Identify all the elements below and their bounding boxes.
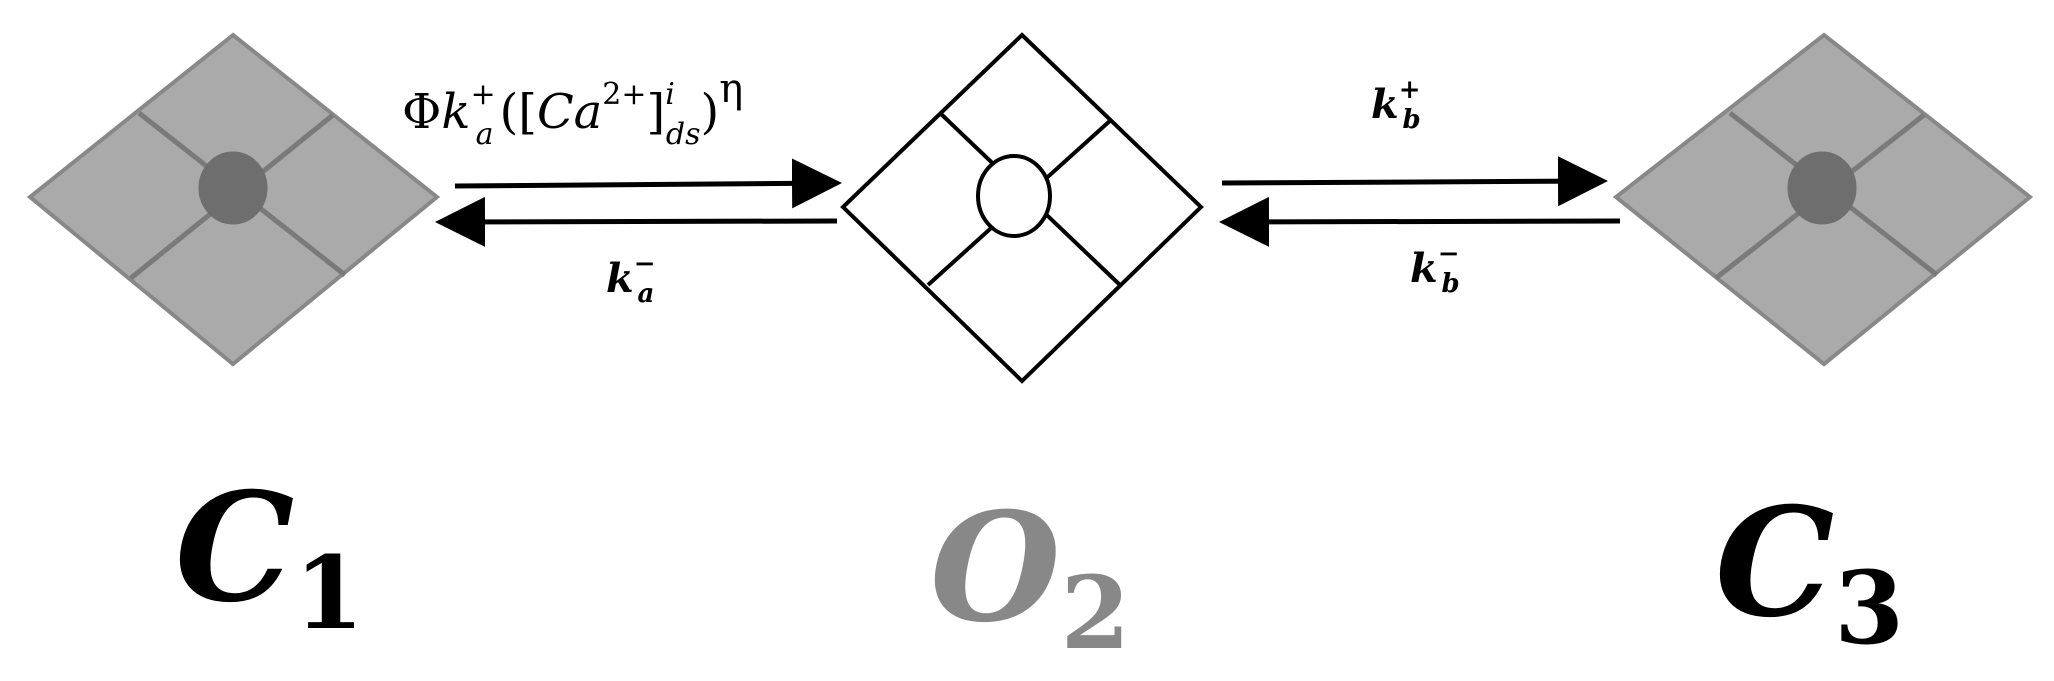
rate-a-backward-label: k−a <box>606 249 656 309</box>
state-o2-label: O2 <box>930 480 1130 672</box>
arrow-c1-to-o2 <box>454 158 842 209</box>
rate-b-forward-label: k+b <box>1371 75 1421 135</box>
arrow-c3-to-o2 <box>1219 196 1621 247</box>
state-c3-label: C3 <box>1715 475 1904 667</box>
state-c1-icon <box>26 32 441 367</box>
arrow-o2-to-c1 <box>435 196 838 247</box>
arrow-o2-to-c3 <box>1221 156 1608 207</box>
state-c3-icon <box>1612 32 2034 367</box>
rate-b-backward-label: k−b <box>1410 239 1460 299</box>
state-c1-label: C1 <box>175 460 364 652</box>
state-o2-icon <box>840 32 1204 384</box>
